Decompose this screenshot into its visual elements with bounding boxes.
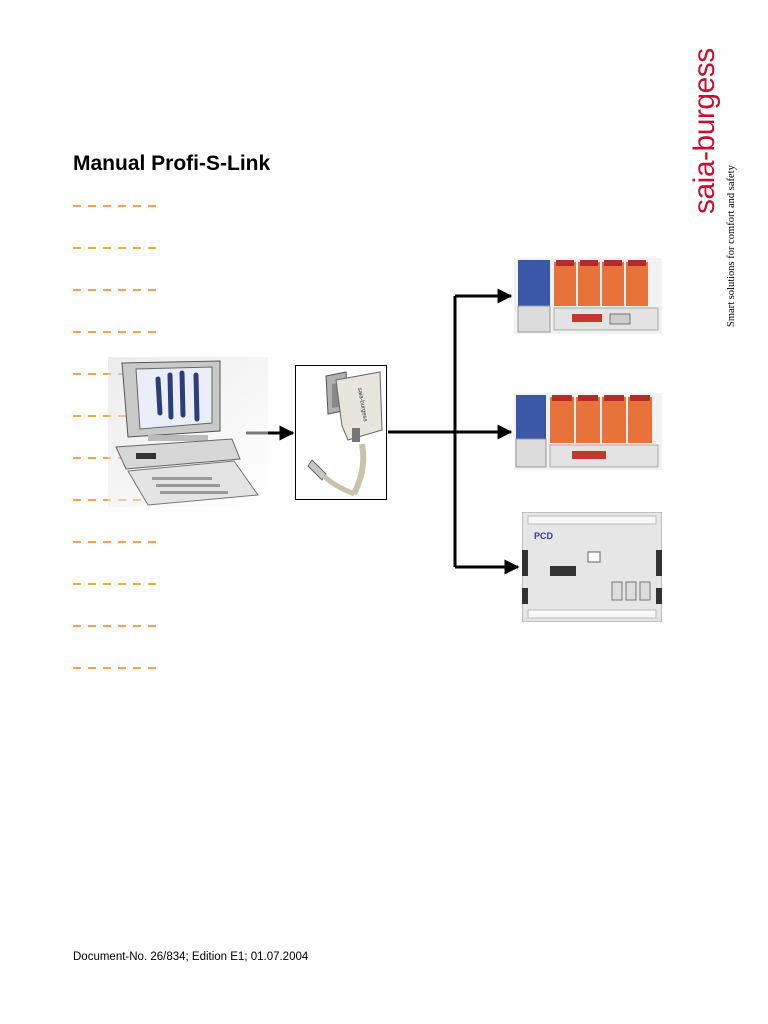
dash-line <box>73 247 157 249</box>
saia-burgess-logo: saia-burgess Smart solutions for comfort… <box>688 42 750 342</box>
plc-device-2 <box>514 393 662 470</box>
document-title: Manual Profi-S-Link <box>73 152 271 175</box>
plc-device-1 <box>514 258 662 334</box>
logo-tagline: Smart solutions for comfort and safety <box>726 164 737 327</box>
dash-line <box>73 205 157 207</box>
plc-device-3: PCD <box>521 511 663 623</box>
profi-s-link-connector: saia-burgess <box>295 365 387 500</box>
computer-illustration <box>108 357 268 507</box>
logo-brand-part1: saia <box>688 160 721 214</box>
connector-label: saia-burgess <box>356 387 368 422</box>
dash-line <box>73 583 157 585</box>
dash-line <box>73 541 157 543</box>
dash-line <box>73 625 157 627</box>
svg-text:saia-burgess: saia-burgess <box>688 48 721 214</box>
document-footer: Document-No. 26/834; Edition E1; 01.07.2… <box>73 951 309 963</box>
logo-brand-part2: burgess <box>688 48 721 151</box>
dash-line <box>73 331 157 333</box>
dash-line <box>73 289 157 291</box>
dash-line <box>73 667 157 669</box>
plc-label: PCD <box>534 531 554 541</box>
